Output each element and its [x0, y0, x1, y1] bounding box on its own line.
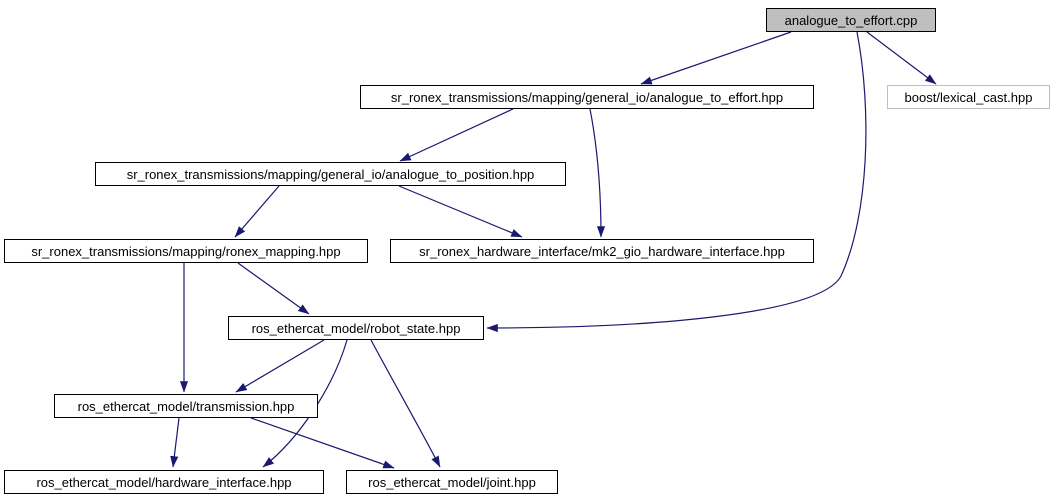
edge-analogue_to_position_hpp-to-ronex_mapping_hpp [234, 185, 280, 238]
edge-analogue_to_effort_hpp-to-analogue_to_position_hpp [399, 108, 514, 162]
edge-analogue_to_effort_cpp-to-analogue_to_effort_hpp [640, 31, 792, 85]
edge-transmission_hpp-to-hardware_interface_hpp [170, 417, 180, 468]
node-ronex_mapping_hpp[interactable]: sr_ronex_transmissions/mapping/ronex_map… [4, 239, 368, 263]
edge-analogue_to_position_hpp-to-mk2_gio_hardware_interface_hpp [398, 185, 523, 238]
edge-robot_state_hpp-to-transmission_hpp [235, 339, 325, 393]
node-analogue_to_position_hpp[interactable]: sr_ronex_transmissions/mapping/general_i… [95, 162, 566, 186]
edge-analogue_to_effort_cpp-to-robot_state_hpp [486, 31, 867, 333]
edge-ronex_mapping_hpp-to-robot_state_hpp [237, 262, 310, 315]
node-analogue_to_effort_hpp[interactable]: sr_ronex_transmissions/mapping/general_i… [360, 85, 814, 109]
edge-analogue_to_effort_cpp-to-boost_lexical_cast_hpp [866, 31, 937, 85]
node-hardware_interface_hpp[interactable]: ros_ethercat_model/hardware_interface.hp… [4, 470, 324, 494]
node-mk2_gio_hardware_interface_hpp[interactable]: sr_ronex_hardware_interface/mk2_gio_hard… [390, 239, 814, 263]
node-joint_hpp[interactable]: ros_ethercat_model/joint.hpp [346, 470, 558, 494]
node-robot_state_hpp[interactable]: ros_ethercat_model/robot_state.hpp [228, 316, 484, 340]
node-analogue_to_effort_cpp: analogue_to_effort.cpp [766, 8, 936, 32]
edge-analogue_to_effort_hpp-to-mk2_gio_hardware_interface_hpp [589, 108, 606, 238]
node-boost_lexical_cast_hpp: boost/lexical_cast.hpp [887, 85, 1050, 109]
edge-robot_state_hpp-to-joint_hpp [370, 339, 441, 468]
node-transmission_hpp[interactable]: ros_ethercat_model/transmission.hpp [54, 394, 318, 418]
edge-transmission_hpp-to-joint_hpp [250, 417, 395, 469]
